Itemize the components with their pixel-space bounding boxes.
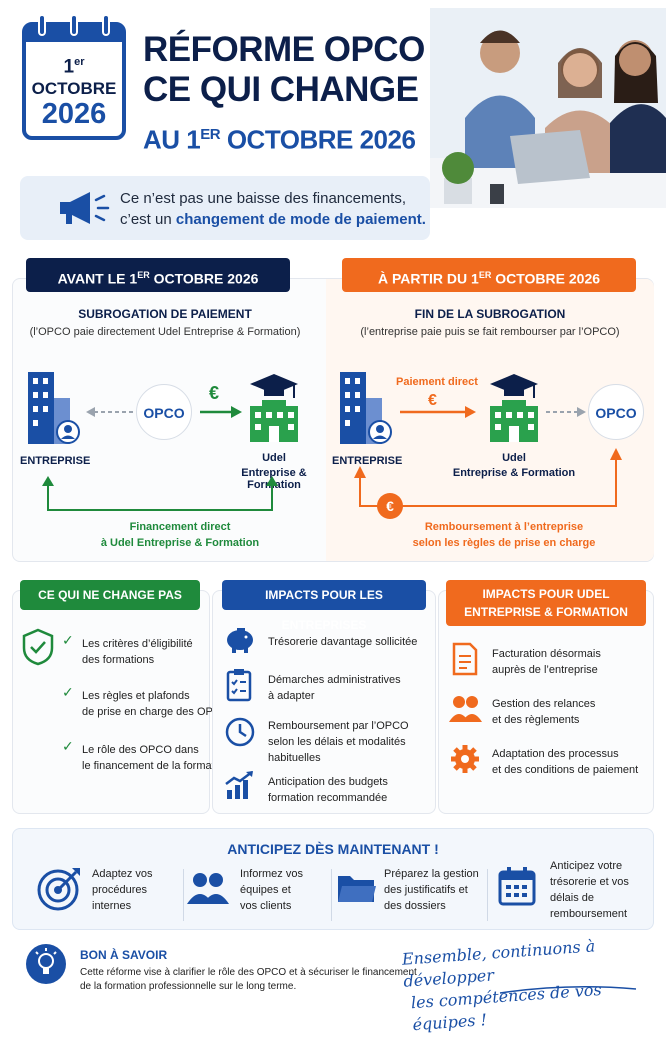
calendar-ring-icon [38,14,46,36]
shield-check-icon [22,628,54,666]
before-opco-circle: OPCO [136,384,192,440]
after-company-label: ENTREPRISE [332,455,403,467]
before-company-label: ENTREPRISE [20,455,91,467]
calendar-badge: 1er OCTOBRE 2026 [22,14,126,140]
tip-header: BON À SAVOIR [80,948,168,962]
calendar-ring-icon [102,14,110,36]
graduation-building-icon [250,374,298,442]
direct-payment-label: Paiement direct [396,376,478,388]
after-subtitle: (l’entreprise paie puis se fait rembours… [360,326,620,338]
megaphone-icon [60,192,110,224]
dashed-arrow-left [86,407,134,417]
key-message: Ce n’est pas une baisse des financements… [20,176,430,240]
invoice-document-icon [452,642,478,676]
orange-arrow-right [400,406,476,418]
calendar-month: OCTOBRE [31,79,117,99]
euro-icon: € [428,392,437,409]
graduation-building-icon [490,374,538,442]
lightbulb-icon [35,948,57,974]
team-photo [430,8,666,208]
before-header: AVANT LE 1ER OCTOBRE 2026 [26,258,290,292]
companies-item: Trésorerie davantage sollicitée [268,636,418,648]
clipboard-checklist-icon [226,669,252,702]
clock-icon [225,717,255,747]
check-icon: ✓ [62,738,74,754]
tip-text: Cette réforme vise à clarifier le rôle d… [80,967,417,992]
check-icon: ✓ [62,632,74,648]
people-group-icon [449,696,482,722]
company-building-icon [340,372,392,444]
before-title: SUBROGATION DE PAIEMENT [78,307,252,321]
svg-text:€: € [386,498,394,514]
message-line-1: Ce n’est pas une baisse des financements… [120,190,407,207]
euro-icon: € [209,383,220,403]
lightbulb-badge [26,944,66,984]
team-icon [187,873,229,904]
gear-icon [451,745,479,773]
check-icon: ✓ [62,684,74,700]
companies-header: IMPACTS POUR LES ENTREPRISES [222,580,426,632]
anticipate-panel: ANTICIPEZ DÈS MAINTENANT ! [12,828,654,930]
calendar-icon [498,867,536,906]
message-line-2: c’est un changement de mode de paiement. [120,211,426,228]
calendar-day: 1er [63,56,85,78]
anticipate-header: ANTICIPEZ DÈS MAINTENANT ! [227,841,439,857]
piggy-bank-icon [227,628,253,653]
after-opco-circle: OPCO [588,384,644,440]
calendar-year: 2026 [41,98,107,131]
comparison-panel [12,278,654,562]
folder-icon [338,876,376,902]
growth-chart-icon [225,771,253,799]
calendar-ring-icon [70,14,78,36]
unchanged-header: CE QUI NE CHANGE PAS [20,580,200,610]
after-title: FIN DE LA SUBROGATION [414,307,566,321]
page-subtitle: AU 1ER OCTOBRE 2026 [143,124,416,155]
slogan-underline [499,986,637,994]
dashed-arrow-right [546,407,586,417]
green-arrow-right [200,406,242,418]
reimbursement-loop-arrow: € [354,448,622,519]
target-icon [37,868,80,911]
before-subtitle: (l’OPCO paie directement Udel Entreprise… [29,326,301,338]
company-building-icon [28,372,80,444]
companies-card [212,590,436,814]
financing-loop-arrow [42,476,278,511]
page-title: RÉFORME OPCO : CE QUI CHANGE AU 1ER OCTO… [143,30,446,155]
after-header: À PARTIR DU 1ER OCTOBRE 2026 [342,258,636,292]
